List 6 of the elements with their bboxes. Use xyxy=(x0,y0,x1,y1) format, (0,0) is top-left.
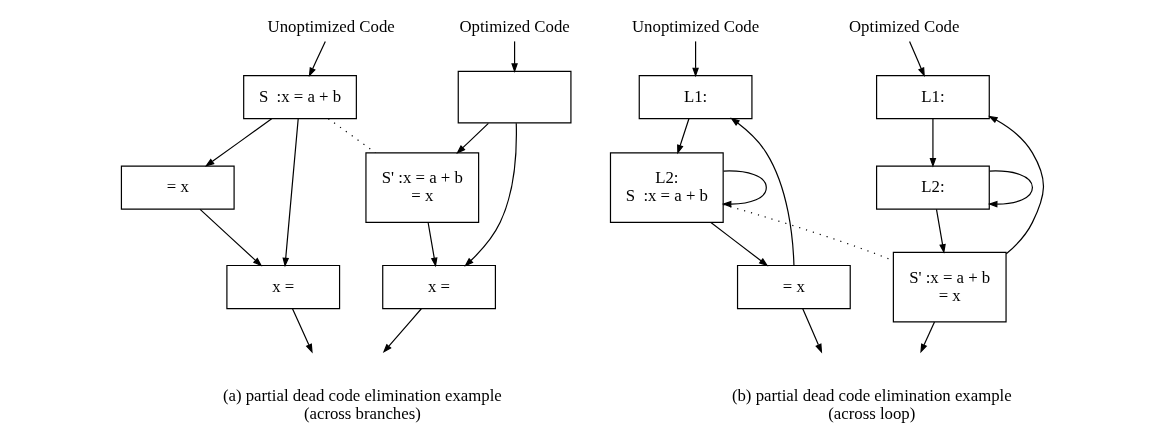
node-text: Optimized Code xyxy=(848,16,960,36)
node-text: Unoptimized Code xyxy=(267,16,395,36)
node-text: Unoptimized Code xyxy=(632,16,760,36)
label: (a) partial dead code elimination example (across branches) xyxy=(222,385,502,423)
label: (b) partial dead code elimination example (across loop) xyxy=(731,385,1012,423)
node-text: Optimized Code xyxy=(459,16,570,36)
